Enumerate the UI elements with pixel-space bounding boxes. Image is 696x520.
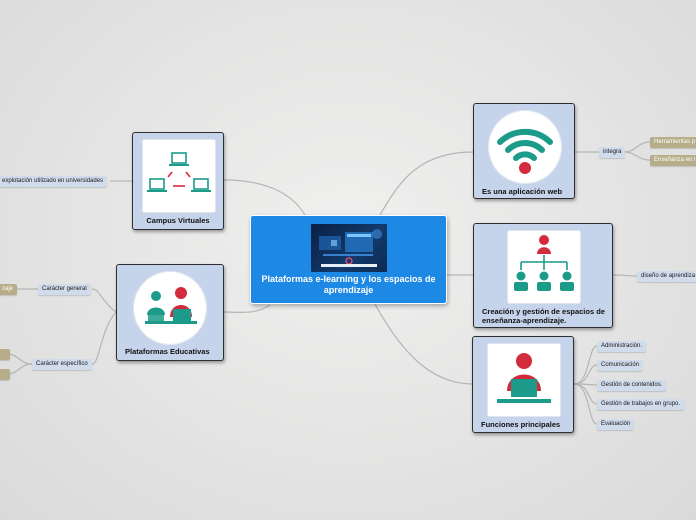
presenter-image	[487, 343, 561, 417]
node-title: Campus Virtuales	[146, 216, 210, 225]
label-cut-zaje[interactable]: zaje	[0, 284, 18, 295]
label-gestion-contenidos[interactable]: Gestión de contenidos.	[597, 380, 667, 391]
hierarchy-image	[507, 230, 581, 304]
label-integra[interactable]: integra	[599, 147, 626, 158]
label-diseno[interactable]: diseño de aprendiza	[637, 271, 696, 282]
network-image	[142, 139, 216, 213]
wifi-image	[488, 110, 562, 184]
label-administracion[interactable]: Administración.	[597, 341, 647, 352]
label-evaluacion[interactable]: Evaluación	[597, 419, 635, 430]
node-aplicacion-web[interactable]: Es una aplicación web	[473, 103, 575, 199]
node-funciones-principales[interactable]: Funciones principales	[472, 336, 574, 433]
org-chart-icon	[514, 235, 574, 291]
classroom-image	[133, 271, 207, 345]
label-gestion-grupo[interactable]: Gestión de trabajos en grupo.	[597, 399, 685, 410]
label-comunicacion[interactable]: Comunicación	[597, 360, 644, 371]
presenter-icon	[497, 353, 551, 403]
node-title: Plataformas Educativas	[125, 347, 210, 356]
node-title: Es una aplicación web	[482, 187, 563, 196]
label-ensenanza[interactable]: Enseñanza en l	[650, 155, 696, 166]
computer-network-icon	[147, 152, 211, 192]
node-title: Creación y gestión de espacios de enseña…	[482, 307, 605, 325]
label-cut-top[interactable]	[0, 349, 10, 360]
node-creacion-gestion[interactable]: Creación y gestión de espacios de enseña…	[473, 223, 613, 328]
node-title: Funciones principales	[481, 420, 561, 429]
teacher-student-icon	[145, 287, 197, 324]
label-explotacion[interactable]: explotación utilizado en universidades	[0, 176, 108, 187]
central-topic[interactable]: Plataformas e-learning y los espacios de…	[250, 215, 447, 304]
wifi-icon	[497, 128, 553, 174]
label-cut-bottom[interactable]	[0, 369, 10, 380]
label-herramientas[interactable]: Herramientas p	[650, 137, 696, 148]
node-plataformas-educativas[interactable]: Plataformas Educativas	[116, 264, 224, 361]
label-caracter-general[interactable]: Carácter general	[38, 284, 91, 295]
node-campus-virtuales[interactable]: Campus Virtuales	[132, 132, 224, 230]
label-caracter-especifico[interactable]: Carácter específico	[32, 359, 92, 370]
elearning-illustration	[311, 224, 387, 272]
central-title: Plataformas e-learning y los espacios de…	[261, 274, 436, 295]
